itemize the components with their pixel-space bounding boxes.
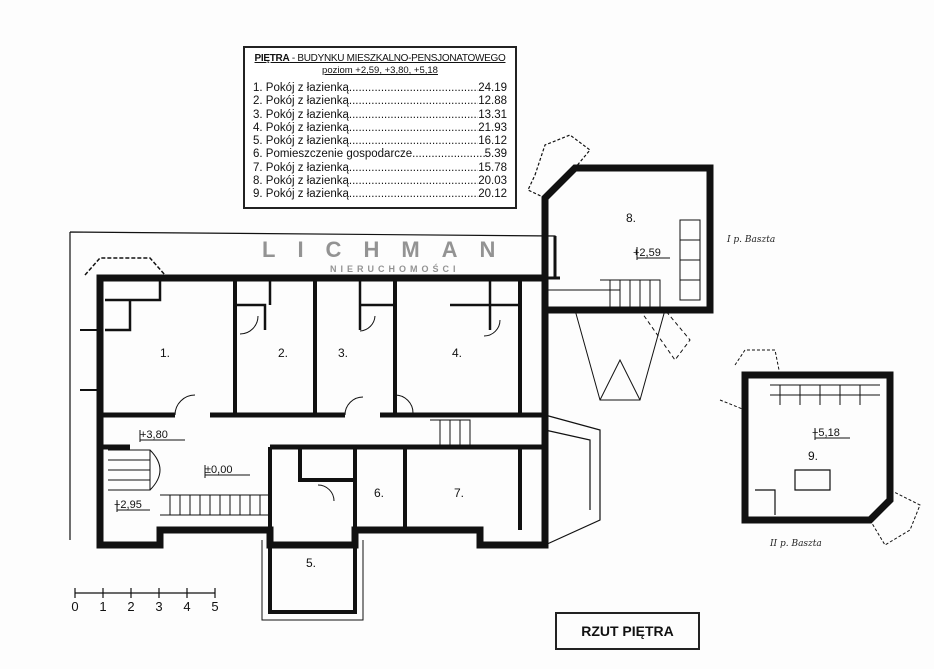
legend-row: 7. Pokój z łazienką 15.78 — [253, 162, 507, 175]
legend-row: 1. Pokój z łazienką 24.19 — [253, 82, 507, 95]
level-hall: ±0,00 — [205, 464, 232, 476]
legend-row: 3. Pokój z łazienką 13.31 — [253, 109, 507, 122]
room-label-5: 5. — [306, 556, 316, 570]
legend-room-name: 6. Pomieszczenie gospodarcze — [253, 148, 413, 161]
legend-room-area: 5.39 — [484, 148, 507, 161]
legend-room-name: 8. Pokój z łazienką — [253, 175, 349, 188]
scale-bar — [74, 588, 216, 598]
legend-room-name: 1. Pokój z łazienką — [253, 82, 349, 94]
legend-room-area: 15.78 — [478, 161, 507, 174]
handwritten-label-tower-2: II p. Baszta — [769, 539, 822, 549]
level-landing: +2,95 — [114, 499, 142, 511]
room-5-annex — [268, 545, 357, 614]
room-label-1: 1. — [160, 346, 170, 360]
leader-dots — [349, 162, 478, 175]
legend-rows: 1. Pokój z łazienką24.192. Pokój z łazie… — [253, 82, 507, 202]
legend-room-name: 3. Pokój z łazienką — [253, 108, 349, 121]
level-tower-2: +5,18 — [812, 427, 840, 439]
leader-dots — [349, 82, 478, 95]
drawing-caption: RZUT PIĘTRA — [555, 612, 700, 650]
scale-tick: 3 — [155, 599, 162, 614]
legend-room-area: 21.93 — [478, 121, 507, 134]
legend-room-area: 16.12 — [478, 135, 507, 148]
leader-dots — [412, 148, 484, 161]
level-corridor: +3,80 — [140, 429, 168, 441]
scale-tick: 2 — [127, 599, 134, 614]
leader-dots — [349, 188, 478, 201]
scale-tick: 0 — [71, 599, 78, 614]
watermark-brand: LICHMAN — [262, 237, 518, 262]
scale-tick: 5 — [211, 599, 218, 614]
room-legend: PIĘTRA - BUDYNKU MIESZKALNO-PENSJONATOWE… — [243, 46, 517, 209]
handwritten-label-tower-1: I p. Baszta — [726, 235, 775, 245]
room-label-8: 8. — [626, 211, 636, 225]
tower-2-walls — [741, 371, 894, 524]
scale-ticks: 0 1 2 3 4 5 — [71, 599, 218, 614]
room-label-9: 9. — [808, 449, 818, 463]
room-label-6: 6. — [374, 486, 384, 500]
legend-row: 4. Pokój z łazienką 21.93 — [253, 122, 507, 135]
legend-row: 6. Pomieszczenie gospodarcze 5.39 — [253, 148, 507, 161]
legend-row: 2. Pokój z łazienką 12.88 — [253, 95, 507, 108]
leader-dots — [349, 109, 478, 122]
legend-room-area: 20.03 — [478, 175, 507, 188]
leader-dots — [349, 122, 478, 135]
legend-room-area: 20.12 — [478, 188, 507, 201]
leader-dots — [349, 135, 478, 148]
legend-room-name: 9. Pokój z łazienką — [253, 188, 349, 201]
legend-room-name: 7. Pokój z łazienką — [253, 161, 349, 174]
legend-title-floor: PIĘTRA — [254, 53, 290, 64]
legend-room-area: 24.19 — [478, 82, 507, 94]
level-tower-1: +2,59 — [633, 247, 661, 259]
legend-room-name: 5. Pokój z łazienką — [253, 135, 349, 148]
room-label-3: 3. — [338, 346, 348, 360]
legend-room-area: 13.31 — [478, 108, 507, 121]
legend-room-name: 4. Pokój z łazienką — [253, 121, 349, 134]
legend-row: 5. Pokój z łazienką 16.12 — [253, 135, 507, 148]
legend-row: 9. Pokój z łazienką 20.12 — [253, 188, 507, 201]
scale-tick: 4 — [183, 599, 190, 614]
legend-room-name: 2. Pokój z łazienką — [253, 95, 349, 108]
legend-subtitle: poziom +2,59, +3,80, +5,18 — [322, 65, 438, 76]
legend-title-building: - BUDYNKU MIESZKALNO-PENSJONATOWEGO — [289, 53, 506, 64]
room-label-4: 4. — [452, 346, 462, 360]
tower-1-walls — [541, 164, 714, 314]
legend-row: 8. Pokój z łazienką 20.03 — [253, 175, 507, 188]
scale-tick: 1 — [99, 599, 106, 614]
main-building-walls — [96, 274, 549, 549]
legend-title: PIĘTRA - BUDYNKU MIESZKALNO-PENSJONATOWE… — [253, 52, 507, 65]
room-label-2: 2. — [278, 346, 288, 360]
leader-dots — [349, 95, 478, 108]
legend-room-area: 12.88 — [478, 95, 507, 108]
leader-dots — [349, 175, 478, 188]
watermark-tagline: NIERUCHOMOŚCI — [330, 264, 460, 274]
room-label-7: 7. — [454, 486, 464, 500]
